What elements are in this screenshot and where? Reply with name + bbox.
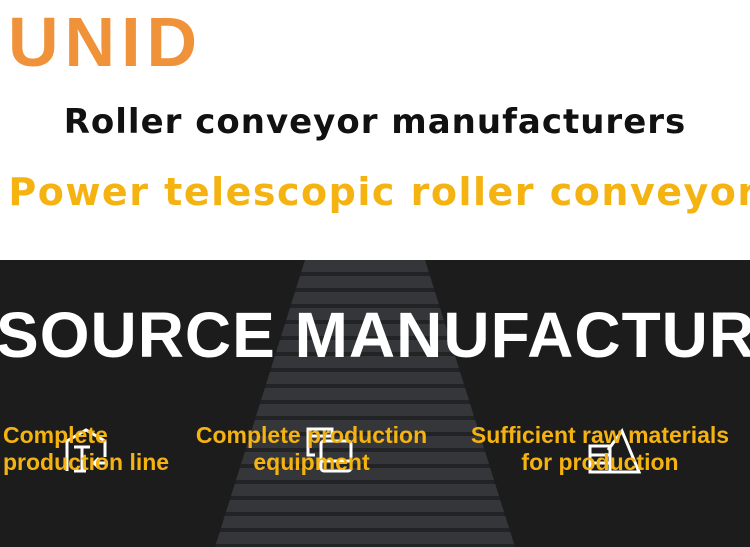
banner: SOURCE MANUFACTURER Complete production … (0, 260, 750, 547)
feature-line2: equipment (253, 449, 370, 475)
feature-production-equipment: Complete production equipment (184, 422, 439, 476)
devices-icon (306, 427, 353, 473)
house-arrow-icon (65, 428, 108, 473)
feature-line1: Complete production (195, 422, 428, 448)
banner-title: SOURCE MANUFACTURER (0, 299, 750, 371)
brand-logo: UNID (8, 3, 204, 81)
subheadline: Power telescopic roller conveyor (8, 170, 750, 214)
feature-line1: Complete (3, 422, 108, 448)
headline: Roller conveyor manufacturers (63, 102, 687, 142)
pyramid-stack-icon (588, 428, 642, 474)
feature-production-line: Complete production line (3, 422, 169, 476)
feature-line2: production line (3, 449, 170, 475)
feature-raw-materials: Sufficient raw materials for production (455, 422, 745, 476)
feature-line1: Sufficient raw materials (470, 422, 730, 448)
feature-line2: for production (521, 449, 679, 475)
